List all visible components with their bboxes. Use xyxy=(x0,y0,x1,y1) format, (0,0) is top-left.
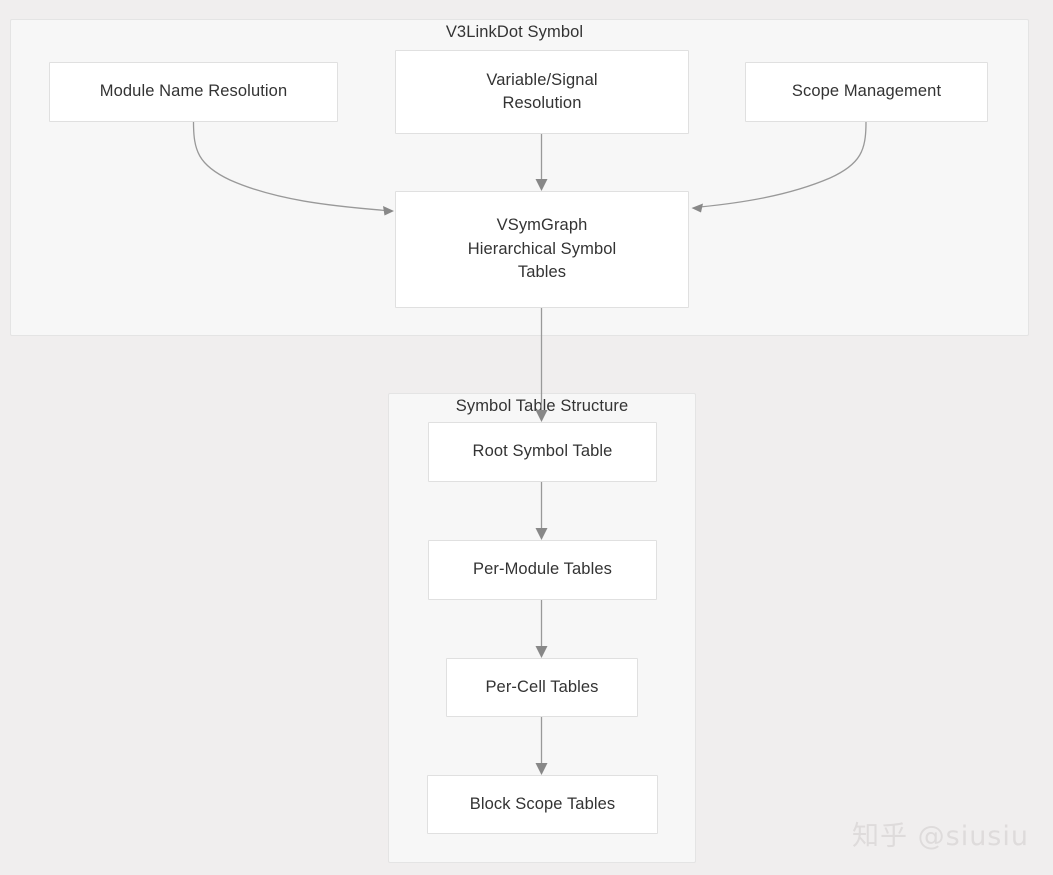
watermark: 知乎 @siusiu xyxy=(852,821,1029,852)
node-label-line3: Tables xyxy=(517,263,567,282)
node-per-module-tables[interactable]: Per-Module Tables xyxy=(428,540,657,600)
node-label: Variable/Signal Resolution xyxy=(486,69,597,116)
node-label: Per-Cell Tables xyxy=(485,677,599,696)
node-label-line1: Variable/Signal xyxy=(486,70,598,89)
node-label: VSymGraph Hierarchical Symbol Tables xyxy=(468,214,617,284)
node-label: Root Symbol Table xyxy=(472,442,613,461)
node-root-symbol-table[interactable]: Root Symbol Table xyxy=(428,422,657,482)
node-per-cell-tables[interactable]: Per-Cell Tables xyxy=(446,658,638,717)
node-block-scope-tables[interactable]: Block Scope Tables xyxy=(427,775,658,834)
node-variable-signal-resolution[interactable]: Variable/Signal Resolution xyxy=(395,50,689,134)
node-label: Per-Module Tables xyxy=(473,560,612,579)
node-label-line2: Hierarchical Symbol xyxy=(467,239,617,258)
node-scope-management[interactable]: Scope Management xyxy=(745,62,988,122)
node-vsymgraph-hierarchical-symbol-tables[interactable]: VSymGraph Hierarchical Symbol Tables xyxy=(395,191,689,308)
node-label: Scope Management xyxy=(791,82,942,101)
node-module-name-resolution[interactable]: Module Name Resolution xyxy=(49,62,338,122)
node-label-line1: VSymGraph xyxy=(496,216,588,235)
cluster-label-symbol-table-structure: Symbol Table Structure xyxy=(455,397,629,415)
node-label: Module Name Resolution xyxy=(99,82,288,101)
node-label-line2: Resolution xyxy=(502,94,582,112)
node-label: Block Scope Tables xyxy=(469,794,616,813)
cluster-label-v3linkdot-symbol: V3LinkDot Symbol xyxy=(445,23,584,41)
